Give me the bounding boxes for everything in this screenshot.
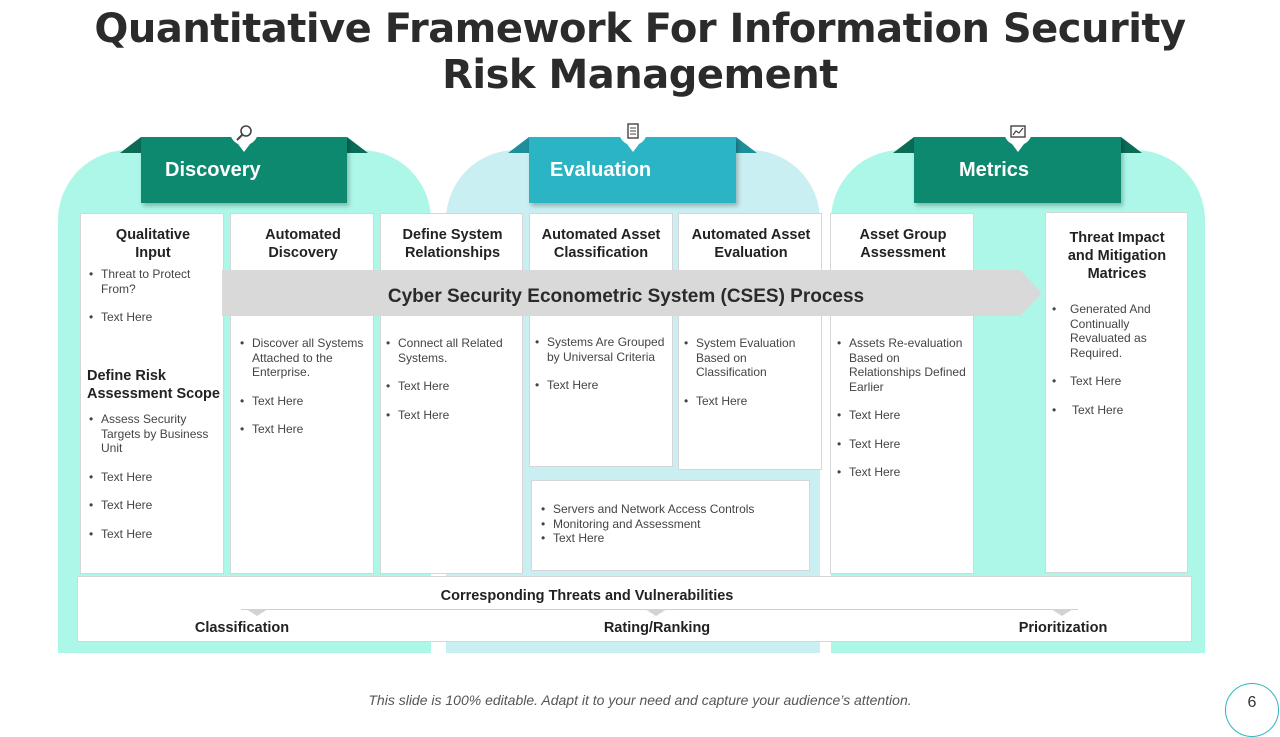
list-item: Assets Re-evaluation Based on Relationsh… xyxy=(837,336,971,394)
label-classification: Classification xyxy=(194,620,290,636)
list-item: Text Here xyxy=(535,378,667,393)
card-automated-discovery: Automated Discovery Discover all Systems… xyxy=(230,213,374,574)
list-item: Generated And Continually Revaluated as … xyxy=(1052,302,1157,360)
card-asset-group-title: Asset Group Assessment xyxy=(859,227,947,261)
list-item: Monitoring and Assessment xyxy=(541,517,801,532)
card-automated-asset-evaluation: Automated Asset Evaluation System Evalua… xyxy=(678,213,822,470)
threat-impact-list: Generated And Continually Revaluated as … xyxy=(1052,302,1157,431)
slide-title: Quantitative Framework For Information S… xyxy=(0,6,1280,98)
risk-scope-list: Assess Security Targets by Business Unit… xyxy=(89,412,213,555)
magnifier-icon xyxy=(230,118,258,152)
footer-note: This slide is 100% editable. Adapt it to… xyxy=(368,692,912,708)
evaluation-list: System Evaluation Based on Classificatio… xyxy=(684,336,804,422)
card-evaluation-title: Automated Asset Evaluation xyxy=(691,227,811,261)
automated-discovery-list: Discover all Systems Attached to the Ent… xyxy=(240,336,368,451)
evaluation-icon-badge xyxy=(615,118,651,158)
asset-group-list: Assets Re-evaluation Based on Relationsh… xyxy=(837,336,971,494)
servers-list: Servers and Network Access Controls Moni… xyxy=(541,502,801,546)
list-item: Text Here xyxy=(684,394,804,409)
card-qualitative-input: Qualitative Input Threat to Protect From… xyxy=(80,213,224,574)
card-define-system-relationships: Define System Relationships Connect all … xyxy=(380,213,523,574)
list-item: Text Here xyxy=(1052,403,1157,418)
define-system-list: Connect all Related Systems. Text Here T… xyxy=(386,336,516,436)
card-servers-controls: Servers and Network Access Controls Moni… xyxy=(531,480,810,571)
process-arrow-label: Cyber Security Econometric System (CSES)… xyxy=(387,286,865,307)
label-prioritization: Prioritization xyxy=(1018,620,1108,636)
list-item: Text Here xyxy=(240,422,368,437)
card-asset-group-assessment: Asset Group Assessment Assets Re-evaluat… xyxy=(830,213,974,574)
list-item: System Evaluation Based on Classificatio… xyxy=(684,336,804,380)
card-automated-asset-classification: Automated Asset Classification Systems A… xyxy=(529,213,673,467)
list-item: Text Here xyxy=(837,408,971,423)
discovery-icon-badge xyxy=(226,118,262,158)
list-item: Text Here xyxy=(240,394,368,409)
tab-discovery-label: Discovery xyxy=(165,159,261,181)
list-item: Text Here xyxy=(837,465,971,480)
tab-metrics-label: Metrics xyxy=(959,159,1030,181)
list-item: Text Here xyxy=(89,470,213,485)
list-item: Text Here xyxy=(89,310,207,325)
tab-evaluation: Evaluation xyxy=(529,137,736,203)
page-number: 6 xyxy=(1247,694,1257,711)
threats-bar: Corresponding Threats and Vulnerabilitie… xyxy=(77,576,1192,642)
label-rating-ranking: Rating/Ranking xyxy=(603,620,711,636)
card-define-system-title: Define System Relationships xyxy=(402,227,503,261)
list-item: Text Here xyxy=(89,527,213,542)
list-item: Threat to Protect From? xyxy=(89,267,207,296)
chart-icon xyxy=(1004,118,1032,152)
page-number-badge: 6 xyxy=(1225,683,1279,737)
list-item: Text Here xyxy=(1052,374,1157,389)
title-line-1: Quantitative Framework For Information S… xyxy=(94,6,1186,52)
list-item: Text Here xyxy=(386,379,516,394)
list-item: Text Here xyxy=(837,437,971,452)
threats-title: Corresponding Threats and Vulnerabilitie… xyxy=(440,588,734,604)
list-item: Discover all Systems Attached to the Ent… xyxy=(240,336,368,380)
card-classification-title: Automated Asset Classification xyxy=(541,227,661,261)
tab-evaluation-label: Evaluation xyxy=(550,159,652,181)
clipboard-icon xyxy=(619,118,647,152)
define-risk-scope-title: Define Risk Assessment Scope xyxy=(87,368,220,402)
list-item: Text Here xyxy=(541,531,801,546)
classification-list: Systems Are Grouped by Universal Criteri… xyxy=(535,335,667,407)
threats-pointers xyxy=(246,609,1073,616)
list-item: Assess Security Targets by Business Unit xyxy=(89,412,213,456)
card-threat-impact-matrices: Threat Impact and Mitigation Matrices Ge… xyxy=(1045,212,1188,573)
list-item: Servers and Network Access Controls xyxy=(541,502,801,517)
card-automated-discovery-title: Automated Discovery xyxy=(265,227,341,261)
list-item: Text Here xyxy=(89,498,213,513)
process-arrow xyxy=(222,270,1042,316)
list-item: Text Here xyxy=(386,408,516,423)
card-threat-impact-title: Threat Impact and Mitigation Matrices xyxy=(1067,230,1167,282)
card-qualitative-title: Qualitative Input xyxy=(115,227,191,261)
list-item: Connect all Related Systems. xyxy=(386,336,516,365)
title-line-2: Risk Management xyxy=(442,52,838,98)
qualitative-list: Threat to Protect From? Text Here xyxy=(89,267,207,339)
metrics-icon-badge xyxy=(1000,118,1036,158)
list-item: Systems Are Grouped by Universal Criteri… xyxy=(535,335,667,364)
